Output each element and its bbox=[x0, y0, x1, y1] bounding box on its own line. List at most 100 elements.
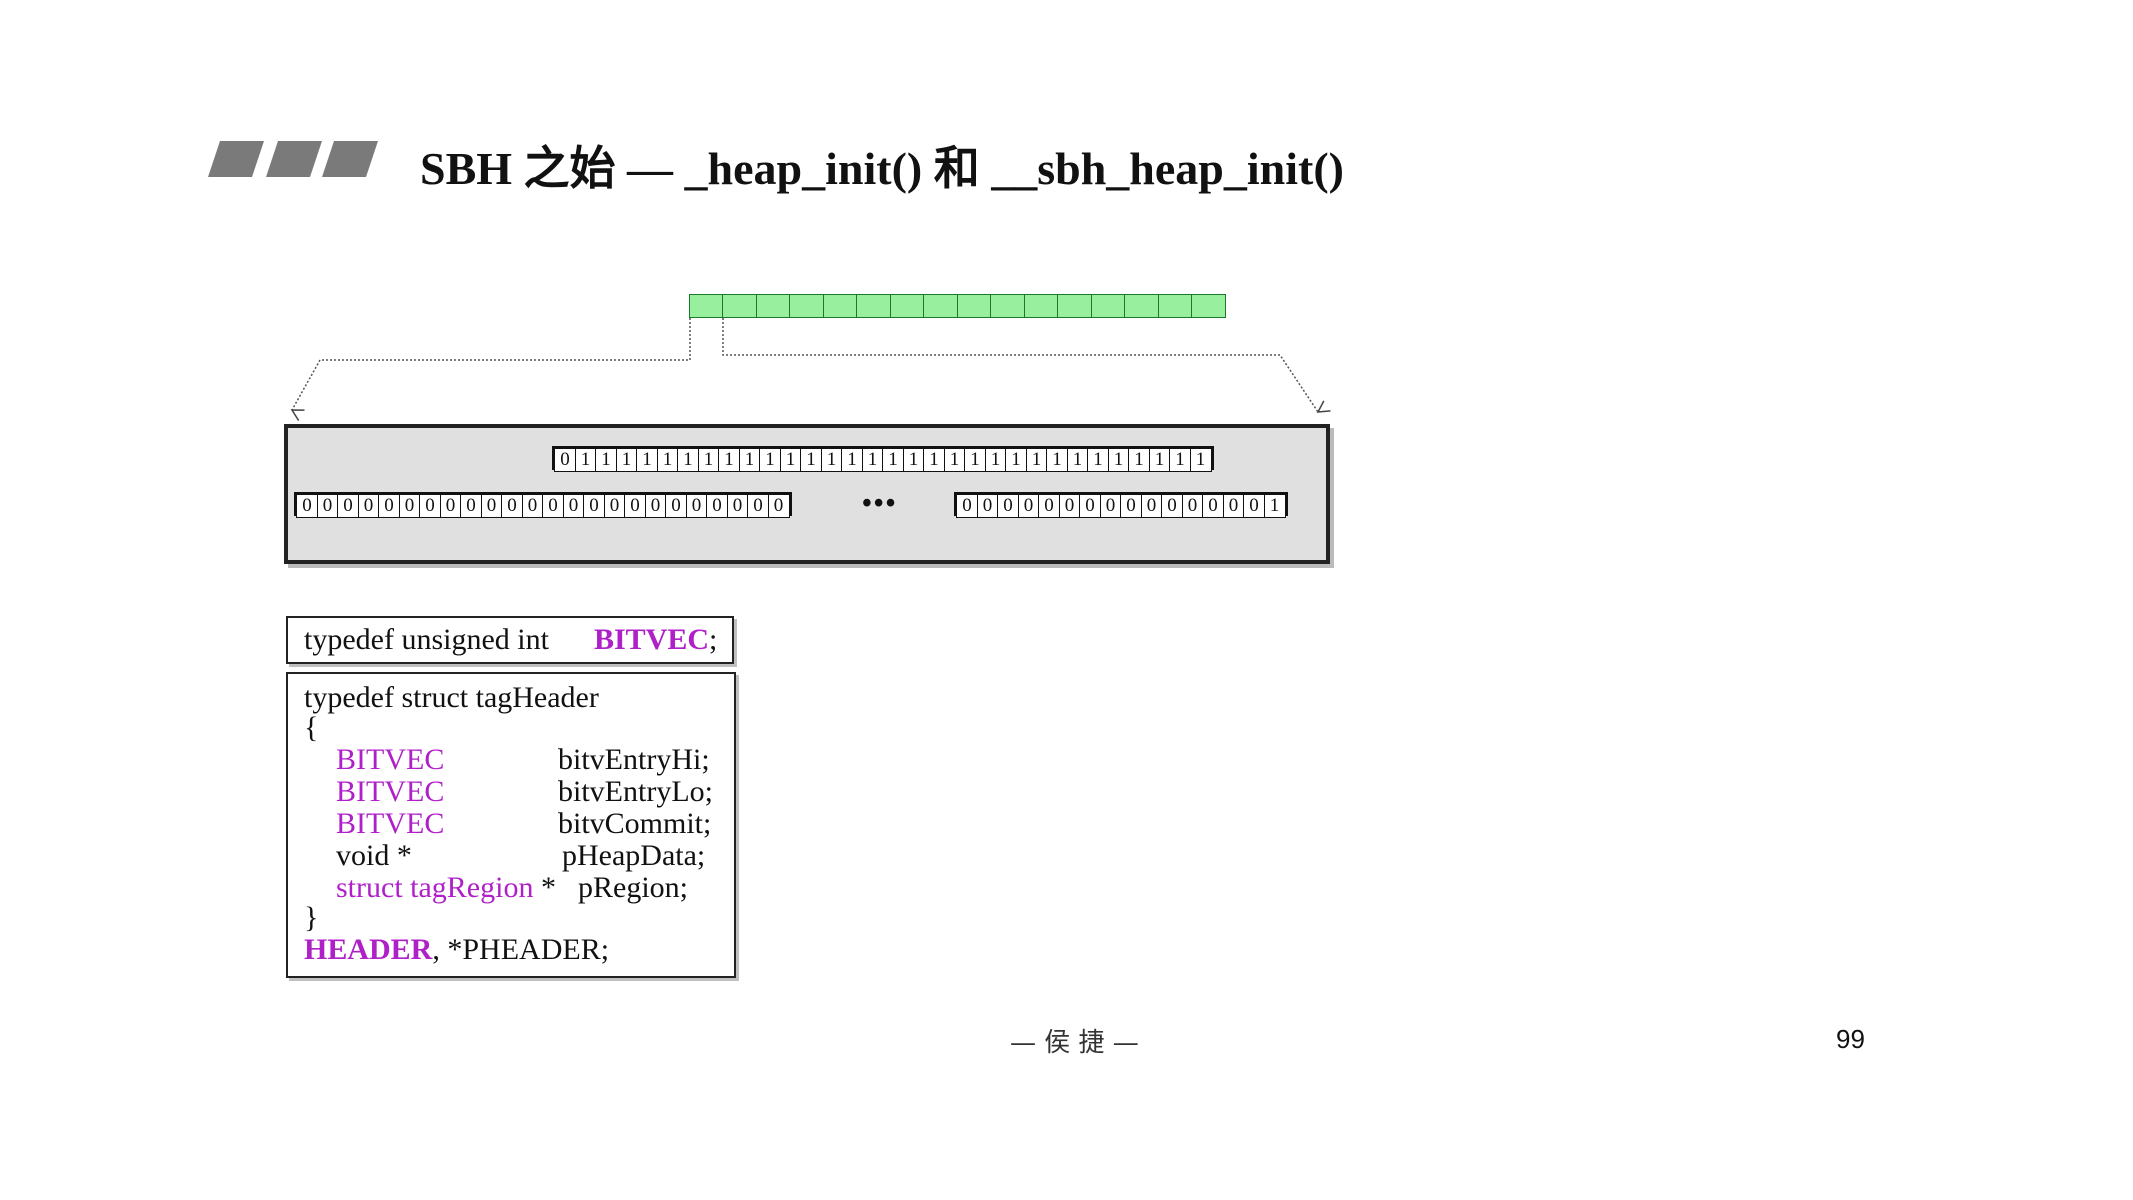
header-array-cell bbox=[1057, 294, 1092, 318]
header-array-cell bbox=[1124, 294, 1159, 318]
field-type-suffix: * bbox=[533, 871, 556, 904]
field-type: BITVEC bbox=[336, 743, 445, 776]
header-array-cell bbox=[1191, 294, 1226, 318]
bit-cell: 0 bbox=[398, 494, 421, 518]
bit-cell: 0 bbox=[1161, 494, 1183, 518]
header-array-cell bbox=[722, 294, 757, 318]
bits-ellipsis: ••• bbox=[862, 488, 898, 519]
field-name: bitvEntryLo; bbox=[558, 775, 713, 808]
header-array-cell bbox=[688, 294, 724, 318]
bit-cell: 1 bbox=[595, 448, 617, 472]
bit-cell: 0 bbox=[337, 494, 359, 518]
left-connector bbox=[290, 318, 691, 422]
bit-cell: 1 bbox=[697, 448, 720, 472]
bit-cell: 1 bbox=[820, 448, 843, 472]
bit-cell: 1 bbox=[656, 448, 679, 472]
bitvec-typedef-suffix: ; bbox=[709, 623, 718, 656]
header-array-cell bbox=[1090, 294, 1126, 318]
bit-cell: 0 bbox=[685, 494, 708, 518]
bit-cell: 1 bbox=[1046, 448, 1068, 472]
bit-cell: 1 bbox=[1189, 448, 1212, 472]
bit-cell: 0 bbox=[1079, 494, 1101, 518]
bit-cell: 0 bbox=[1181, 494, 1204, 518]
field-type: BITVEC bbox=[336, 775, 445, 808]
bit-cell: 1 bbox=[882, 448, 904, 472]
bit-cell: 1 bbox=[1107, 448, 1130, 472]
header-array-cell bbox=[789, 294, 824, 318]
bit-cell: 1 bbox=[1087, 448, 1109, 472]
bit-cell: 0 bbox=[480, 494, 503, 518]
bit-cell: 0 bbox=[419, 494, 441, 518]
bit-cell: 0 bbox=[562, 494, 585, 518]
bit-cell: 0 bbox=[706, 494, 728, 518]
struct-open-line: typedef struct tagHeader bbox=[304, 681, 599, 714]
bit-cell: 1 bbox=[677, 448, 699, 472]
footer-author: — 侯 捷 — bbox=[1010, 1028, 1139, 1058]
bitvec-typedef-prefix: typedef unsigned int bbox=[304, 623, 549, 656]
header-array-cell bbox=[1023, 294, 1059, 318]
bit-cell: 0 bbox=[296, 494, 318, 518]
bit-cell: 0 bbox=[767, 494, 790, 518]
bit-cell: 0 bbox=[357, 494, 380, 518]
bit-cell: 1 bbox=[1066, 448, 1089, 472]
bit-cell: 1 bbox=[738, 448, 761, 472]
header-struct-box: typedef struct tagHeader { BITVEC bitvEn… bbox=[286, 672, 736, 978]
header-array-cell bbox=[990, 294, 1025, 318]
bit-cell: 0 bbox=[1120, 494, 1142, 518]
bit-cell: 1 bbox=[615, 448, 638, 472]
header-array-cell bbox=[856, 294, 891, 318]
field-type: void * bbox=[336, 839, 412, 872]
header-array-cell bbox=[956, 294, 992, 318]
bit-cell: 0 bbox=[997, 494, 1019, 518]
bit-cell: 1 bbox=[902, 448, 925, 472]
title-decoration-icon bbox=[208, 141, 378, 177]
bitvec-typedef-name: BITVEC bbox=[594, 623, 710, 656]
field-name: bitvEntryHi; bbox=[558, 743, 710, 776]
bit-cell: 1 bbox=[636, 448, 658, 472]
bit-cell: 0 bbox=[603, 494, 626, 518]
bit-cell: 1 bbox=[861, 448, 884, 472]
bit-cell: 1 bbox=[718, 448, 740, 472]
header-array-cell bbox=[889, 294, 925, 318]
bit-cell: 0 bbox=[624, 494, 646, 518]
bit-cell: 0 bbox=[460, 494, 482, 518]
bit-cell: 0 bbox=[644, 494, 667, 518]
bit-cell: 0 bbox=[747, 494, 769, 518]
struct-typedef-name: HEADER bbox=[304, 933, 433, 966]
field-type: struct tagRegion bbox=[336, 871, 534, 904]
bit-cell: 0 bbox=[1243, 494, 1265, 518]
bit-cell: 1 bbox=[943, 448, 966, 472]
bit-cell: 1 bbox=[1263, 494, 1286, 518]
header-array-strip bbox=[688, 294, 1226, 318]
bit-cell: 1 bbox=[1128, 448, 1150, 472]
bit-cell: 0 bbox=[665, 494, 687, 518]
header-array-cell bbox=[923, 294, 958, 318]
bit-cell: 0 bbox=[378, 494, 400, 518]
slide-title: SBH 之始 — _heap_init() 和 __sbh_heap_init(… bbox=[420, 143, 1344, 194]
struct-typedef-rest: , *PHEADER; bbox=[432, 933, 610, 966]
bit-cell: 0 bbox=[501, 494, 523, 518]
bit-cell: 0 bbox=[1058, 494, 1081, 518]
bit-cell: 1 bbox=[1005, 448, 1027, 472]
field-name: pHeapData; bbox=[562, 839, 706, 872]
page-number: 99 bbox=[1836, 1024, 1865, 1054]
bit-cell: 1 bbox=[779, 448, 802, 472]
bit-cell: 0 bbox=[316, 494, 339, 518]
field-type: BITVEC bbox=[336, 807, 445, 840]
bit-cell: 1 bbox=[984, 448, 1007, 472]
bit-cell: 0 bbox=[521, 494, 544, 518]
header-array-cell bbox=[755, 294, 791, 318]
bit-cell: 1 bbox=[923, 448, 945, 472]
bit-cell: 0 bbox=[554, 448, 576, 472]
bit-cell: 1 bbox=[574, 448, 597, 472]
bit-cell: 0 bbox=[1038, 494, 1060, 518]
bit-cell: 0 bbox=[1099, 494, 1122, 518]
bit-cell: 0 bbox=[976, 494, 999, 518]
bit-cell: 1 bbox=[759, 448, 781, 472]
field-name: pRegion; bbox=[578, 871, 688, 904]
bit-cell: 0 bbox=[542, 494, 564, 518]
bit-cell: 0 bbox=[1140, 494, 1163, 518]
